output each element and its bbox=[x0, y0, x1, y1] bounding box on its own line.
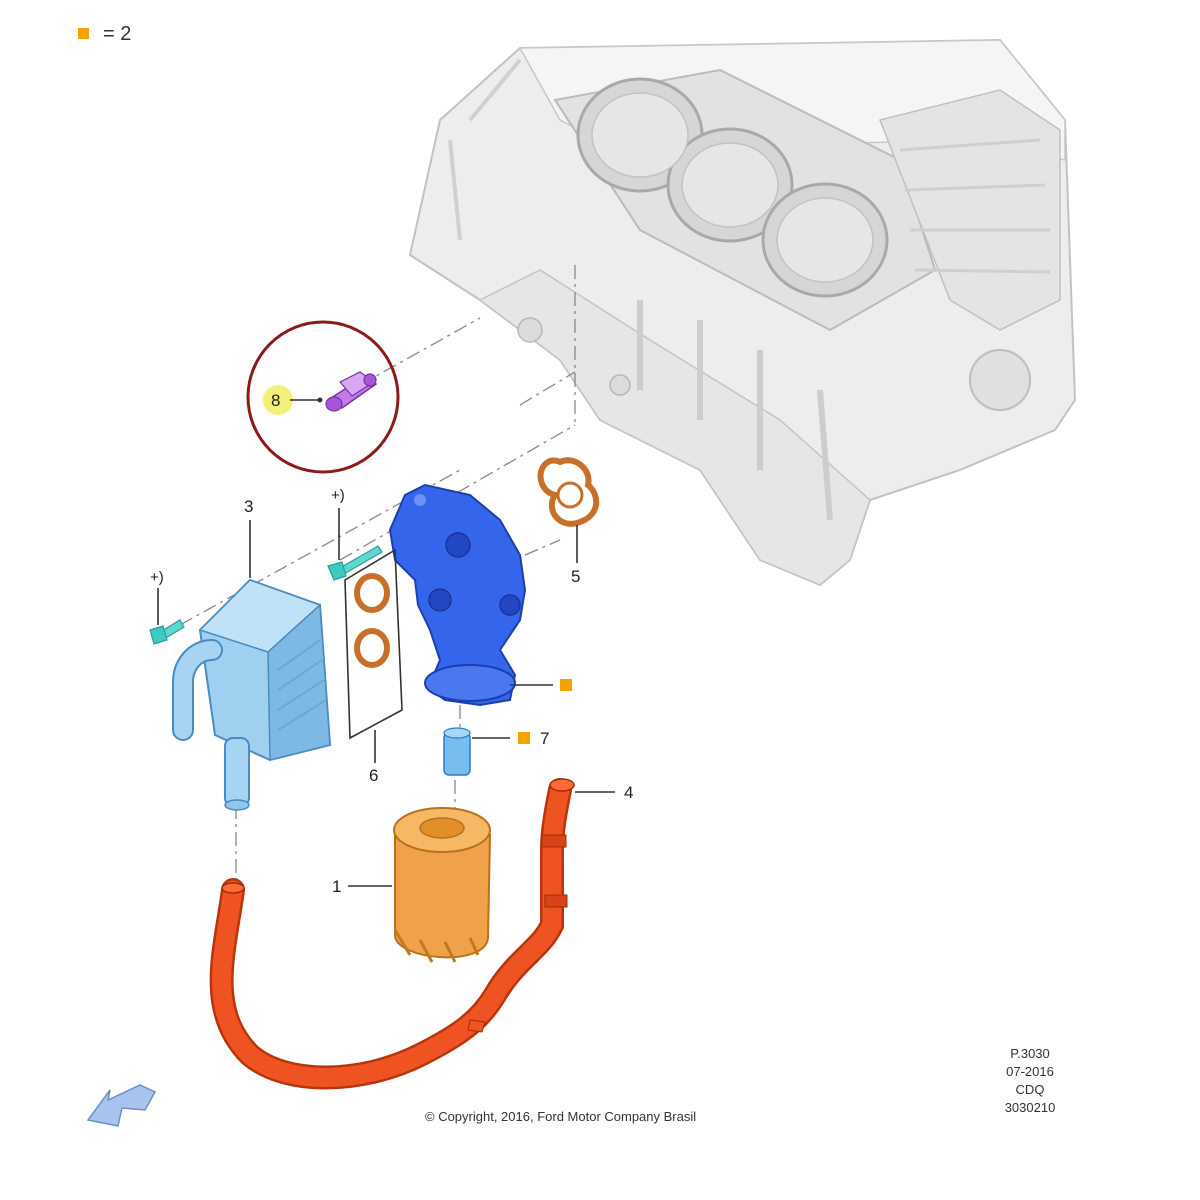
svg-text:+): +) bbox=[150, 569, 164, 586]
svg-text:5: 5 bbox=[571, 567, 580, 586]
legend-label: = 2 bbox=[103, 23, 131, 45]
part-7-adaptor bbox=[443, 727, 471, 776]
engine-block bbox=[408, 38, 1077, 587]
svg-text:4: 4 bbox=[624, 783, 633, 802]
bolt-lower: +) bbox=[149, 569, 185, 645]
svg-text:1: 1 bbox=[332, 877, 341, 896]
reference-block: P.3030 07-2016 CDQ 3030210 bbox=[1005, 1046, 1056, 1115]
reference-number: 3030210 bbox=[1005, 1100, 1056, 1115]
callout-1: 1 bbox=[332, 877, 392, 896]
bolt-upper: +) bbox=[327, 487, 383, 581]
highlight-circle bbox=[246, 320, 400, 474]
part-5-gasket bbox=[537, 457, 600, 527]
callout-2-marker bbox=[510, 679, 572, 691]
reference-date: 07-2016 bbox=[1006, 1064, 1054, 1079]
svg-text:6: 6 bbox=[369, 766, 378, 785]
front-direction-arrow-icon bbox=[86, 1084, 157, 1127]
svg-text:7: 7 bbox=[540, 729, 549, 748]
part-1-oil-filter bbox=[393, 807, 492, 963]
reference-code: CDQ bbox=[1016, 1082, 1045, 1097]
copyright-notice: © Copyright, 2016, Ford Motor Company Br… bbox=[425, 1109, 696, 1124]
svg-text:+): +) bbox=[331, 487, 345, 504]
callout-3: 3 bbox=[244, 497, 253, 578]
svg-text:8: 8 bbox=[271, 391, 280, 410]
legend-square-marker bbox=[78, 28, 89, 39]
marker-square bbox=[518, 732, 530, 744]
part-3-oil-cooler bbox=[172, 578, 332, 811]
callout-6: 6 bbox=[369, 730, 378, 785]
legend: = 2 bbox=[78, 23, 131, 45]
part-6-o-rings bbox=[344, 548, 403, 740]
callout-8-highlight bbox=[263, 385, 293, 415]
part-2-oil-filter-housing bbox=[388, 483, 527, 707]
marker-square bbox=[560, 679, 572, 691]
part-4-hose bbox=[209, 778, 575, 1090]
reference-page: P.3030 bbox=[1010, 1046, 1050, 1061]
part-8-connector bbox=[325, 371, 378, 412]
callout-8: 8 bbox=[263, 385, 323, 415]
callout-5: 5 bbox=[571, 525, 580, 586]
callout-4: 4 bbox=[575, 783, 633, 802]
callout-7: 7 bbox=[472, 729, 549, 748]
svg-text:3: 3 bbox=[244, 497, 253, 516]
